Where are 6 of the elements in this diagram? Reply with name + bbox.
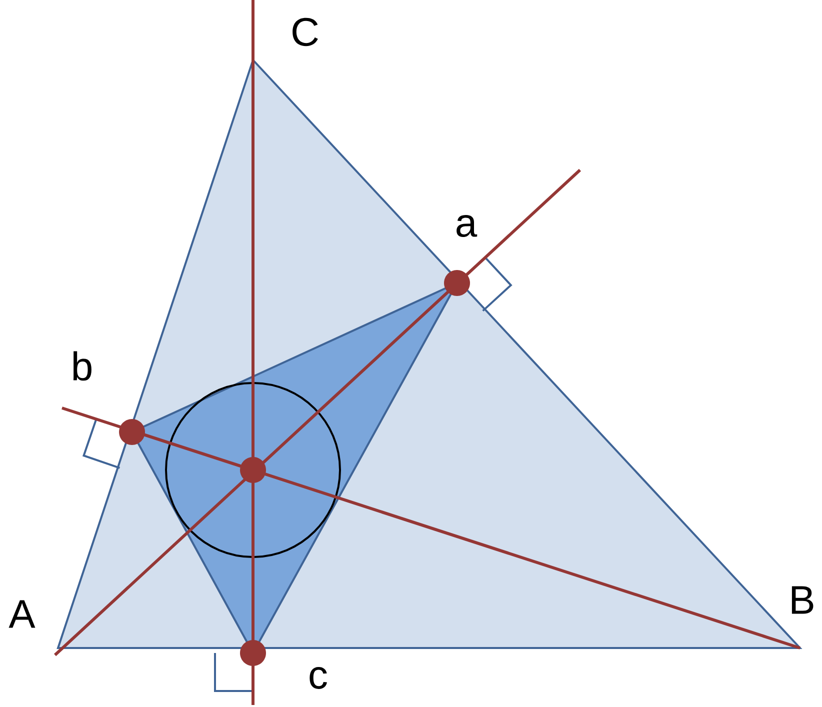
vertex-label: a	[456, 215, 478, 237]
vertex-label: B	[792, 586, 814, 614]
vertex-label: c	[310, 667, 327, 689]
vertex-label: C	[292, 18, 318, 46]
vertex-label: b	[73, 351, 92, 381]
vertex-label: A	[8, 600, 36, 628]
